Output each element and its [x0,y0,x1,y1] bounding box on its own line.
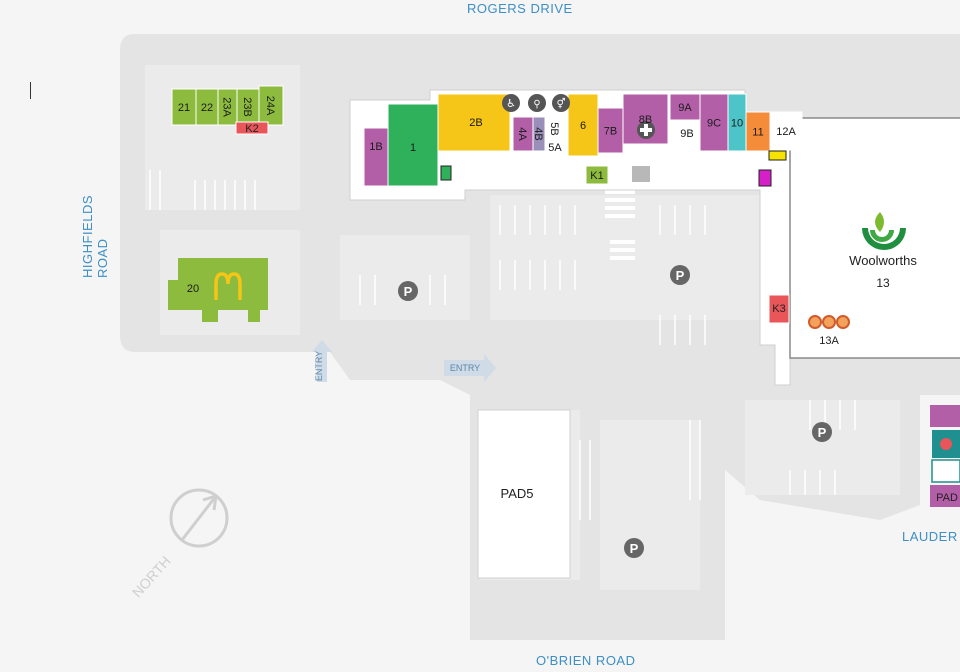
road-label-lauder: LAUDER [902,529,958,544]
shop-unit-k2[interactable] [235,121,269,135]
north-compass-icon [169,488,229,548]
shop-label-12a: 12A [776,126,796,138]
accessible-toilet-icon: ♿ [502,94,520,112]
first-aid-icon [637,121,655,139]
shop-label-k1: K1 [590,170,603,182]
shop-unit-12a[interactable] [769,111,803,151]
entry-label: ENTRY [450,363,480,373]
toilets-icon: ⚥ [552,94,570,112]
shop-label-1: 1 [410,142,416,154]
road-label-rogers-drive: ROGERS DRIVE [467,1,573,16]
parking-symbol: P [404,284,413,299]
svg-text:♿: ♿ [506,97,516,110]
shop-unit-1b[interactable] [363,127,389,187]
shop-unit-6[interactable] [567,93,599,157]
shop-label-4a: 4A [516,127,528,141]
parking-symbol: P [818,425,827,440]
shop-label-21: 21 [178,102,190,114]
woolworths-annex: 13A [819,335,839,347]
shop-unit-1[interactable] [387,103,439,187]
text-cursor [30,82,31,99]
parking-icon [670,265,690,285]
shop-label-4b: 4B [532,127,544,140]
shop-label-5b: 5B [548,122,560,135]
parking-symbol: P [630,541,639,556]
shop-unit-k3[interactable] [768,294,790,324]
pad-partial-label: PAD [936,492,958,504]
shop-unit-11[interactable] [745,111,771,152]
shop-label-9b: 9B [680,128,693,140]
shop-label-8b: 8B [639,114,652,126]
shop-label-22: 22 [201,102,213,114]
shop-label-23b: 23B [241,97,253,117]
shop-label-24a: 24A [264,96,276,116]
shop-label-6: 6 [580,120,586,132]
shop-label-11: 11 [752,127,763,139]
shop-unit-9c[interactable] [699,93,729,152]
svg-text:⚲: ⚲ [533,99,540,110]
parking-icon [398,281,418,301]
shop-label-10: 10 [731,118,743,130]
parents-room-icon: ⚲ [528,94,546,112]
shop-unit-k1[interactable] [585,165,609,185]
mcdonalds-logo [214,272,242,300]
shop-label-7b: 7B [604,126,617,138]
shop-label-k3: K3 [772,303,785,315]
shop-unit-9a[interactable] [669,93,701,121]
parking-icon [624,538,644,558]
road-label-obrien-road: O'BRIEN ROAD [536,653,636,668]
shop-unit-21[interactable] [171,88,197,126]
svg-text:⚥: ⚥ [556,98,565,110]
parking-symbol: P [676,268,685,283]
shop-label-20: 20 [187,283,199,295]
woolworths-number: 13 [876,276,890,290]
shop-label-9c: 9C [707,118,721,130]
woolworths-logo [862,212,906,250]
shop-label-k2: K2 [245,123,258,135]
entry-label: ENTRY [314,351,324,381]
shop-label-2b: 2B [469,117,482,129]
shop-label-5a: 5A [548,142,562,154]
pad5-label: PAD5 [501,486,534,501]
shop-label-23a: 23A [221,97,233,117]
shop-unit-24a[interactable] [258,85,284,126]
shop-label-1b: 1B [369,141,382,153]
shop-unit-2b[interactable] [437,93,511,152]
shop-unit-5a[interactable] [544,140,566,154]
shop-unit-7b[interactable] [597,107,624,154]
woolworths-name: Woolworths [849,253,917,268]
shop-label-9a: 9A [678,102,692,114]
road-label-highfields-road: HIGHFIELDS ROAD [80,194,110,278]
parking-icon [812,422,832,442]
